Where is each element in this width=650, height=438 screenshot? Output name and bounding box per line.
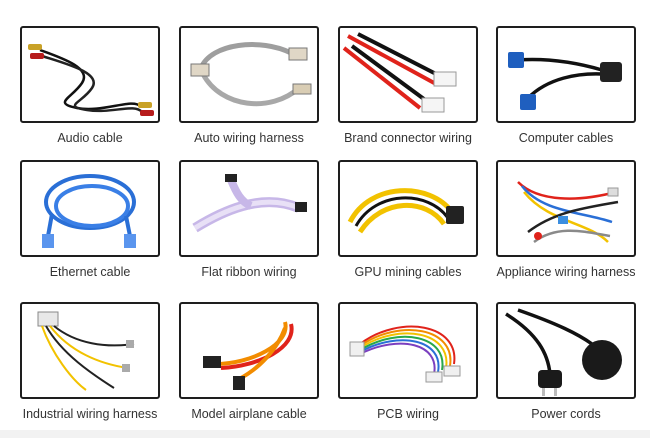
product-tile-gpu-mining-cables[interactable]: GPU mining cables [328, 160, 488, 279]
product-label[interactable]: PCB wiring [377, 407, 439, 421]
model-airplane-cable-icon [203, 321, 294, 390]
product-tile-ethernet-cable[interactable]: Ethernet cable [10, 160, 170, 279]
pcb-wiring-icon [349, 325, 461, 383]
product-image-frame[interactable] [179, 302, 319, 399]
product-image-frame[interactable] [496, 302, 636, 399]
product-tile-model-airplane-cable[interactable]: Model airplane cable [169, 302, 329, 421]
product-label[interactable]: Industrial wiring harness [22, 407, 158, 421]
product-image-frame[interactable] [20, 302, 160, 399]
appliance-wiring-harness-icon [517, 181, 619, 244]
product-label[interactable]: Audio cable [57, 131, 123, 145]
audio-cable-icon [28, 44, 154, 116]
product-label[interactable]: Flat ribbon wiring [201, 265, 297, 279]
product-label[interactable]: Ethernet cable [49, 265, 131, 279]
bottom-strip [0, 430, 650, 438]
product-tile-pcb-wiring[interactable]: PCB wiring [328, 302, 488, 421]
product-image-frame[interactable] [338, 160, 478, 257]
product-label[interactable]: Appliance wiring harness [496, 265, 636, 279]
product-image-frame[interactable] [496, 160, 636, 257]
product-tile-flat-ribbon-wiring[interactable]: Flat ribbon wiring [169, 160, 329, 279]
product-image-frame[interactable] [338, 302, 478, 399]
power-cords-icon [505, 308, 622, 396]
product-tile-audio-cable[interactable]: Audio cable [10, 26, 170, 145]
industrial-wiring-harness-icon [37, 311, 135, 391]
product-image-frame[interactable] [20, 26, 160, 123]
product-label[interactable]: Brand connector wiring [344, 131, 472, 145]
product-label[interactable]: GPU mining cables [354, 265, 462, 279]
product-image-frame[interactable] [338, 26, 478, 123]
product-tile-computer-cables[interactable]: Computer cables [486, 26, 646, 145]
product-label[interactable]: Auto wiring harness [194, 131, 304, 145]
auto-wiring-harness-icon [190, 42, 312, 107]
product-tile-appliance-wiring-harness[interactable]: Appliance wiring harness [486, 160, 646, 279]
product-tile-brand-connector-wiring[interactable]: Brand connector wiring [328, 26, 488, 145]
product-tile-industrial-wiring-harness[interactable]: Industrial wiring harness [10, 302, 170, 421]
gpu-mining-cables-icon [347, 188, 464, 234]
ethernet-cable-icon [42, 174, 136, 248]
brand-connector-wiring-icon [342, 32, 457, 113]
product-label[interactable]: Computer cables [518, 131, 614, 145]
computer-cables-icon [508, 52, 622, 110]
product-label[interactable]: Power cords [531, 407, 601, 421]
product-tile-auto-wiring-harness[interactable]: Auto wiring harness [169, 26, 329, 145]
flat-ribbon-wiring-icon [192, 174, 307, 233]
product-image-frame[interactable] [496, 26, 636, 123]
product-label[interactable]: Model airplane cable [191, 407, 307, 421]
product-tile-power-cords[interactable]: Power cords [486, 302, 646, 421]
product-image-frame[interactable] [20, 160, 160, 257]
product-image-frame[interactable] [179, 26, 319, 123]
product-image-frame[interactable] [179, 160, 319, 257]
